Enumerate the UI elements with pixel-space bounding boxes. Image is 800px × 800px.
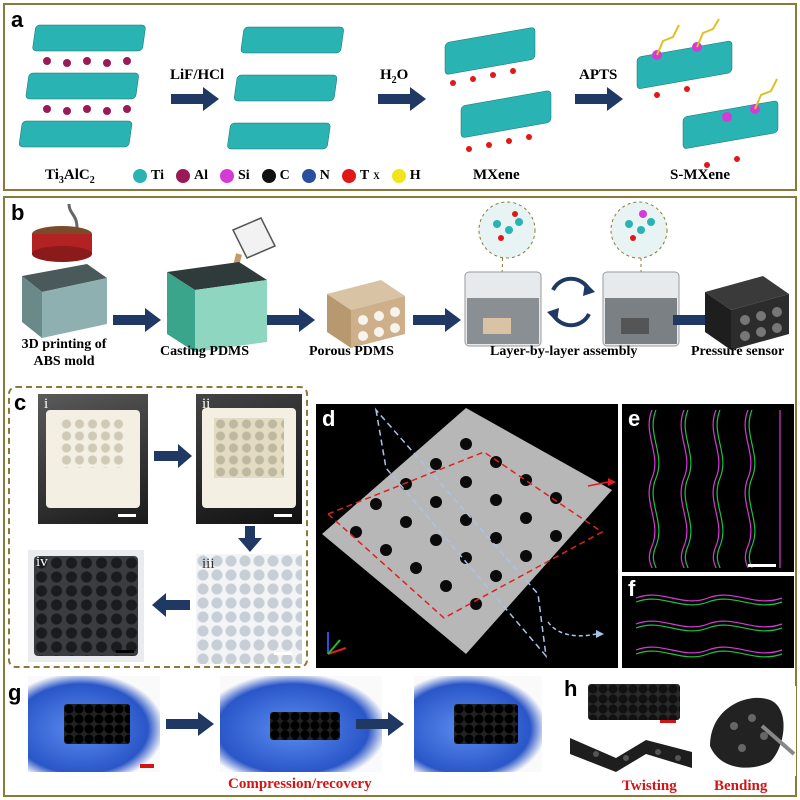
3d-printer-mold-illustration	[22, 203, 107, 338]
legend-al: Al	[175, 168, 208, 184]
panel-e-label: e	[628, 406, 641, 431]
arrow-icon	[413, 308, 461, 332]
n-atom-icon	[301, 169, 316, 183]
panel-b-label: b	[11, 200, 25, 225]
arrow-left-icon	[152, 593, 190, 617]
panel-a-label: a	[11, 7, 24, 32]
wave-profiles-vertical	[648, 409, 781, 569]
photo-glove-1	[28, 676, 160, 772]
legend-si: Si	[219, 168, 250, 184]
step-water-label: H2O	[380, 67, 409, 86]
ti-atom-icon	[133, 169, 147, 183]
step-apts-label: APTS	[579, 67, 618, 83]
photo-glove-3	[414, 676, 542, 772]
step-pressure-sensor-label: Pressure sensor	[691, 344, 785, 359]
panel-g-label: g	[8, 680, 22, 705]
panel-e-cross-section: e	[622, 404, 794, 572]
panel-d-ct-image: d	[316, 404, 618, 668]
legend-n: N	[301, 168, 330, 184]
c-atom-icon	[261, 169, 276, 183]
photo-twist-bottom	[566, 728, 696, 778]
s-mxene-label: S-MXene	[670, 167, 730, 183]
photo-porous-iii: iii	[196, 554, 302, 664]
photo-twist-top	[586, 680, 682, 724]
arrow-icon	[154, 444, 192, 468]
sensor-block-compressed	[270, 712, 340, 740]
arrow-icon	[378, 87, 426, 111]
panel-c: c i ii iii iv	[8, 386, 308, 668]
s-mxene-structure	[636, 18, 779, 168]
scale-bar	[748, 564, 776, 567]
panel-a: a Ti3AlC2 LiF/HCl H2O	[3, 3, 797, 191]
step-porous-label: Porous PDMS	[309, 344, 394, 359]
panel-f-cross-section: f	[622, 576, 794, 668]
scale-bar	[140, 764, 154, 768]
ti3alc2-label: Ti3AlC2	[45, 167, 95, 186]
subpanel-i-label: i	[44, 396, 49, 412]
porous-pdms-illustration	[327, 280, 405, 348]
panel-f-label: f	[628, 576, 636, 601]
al-atom-icon	[175, 169, 190, 183]
scale-bar	[118, 514, 136, 517]
sensor-block	[64, 704, 130, 744]
photo-bend	[700, 686, 796, 776]
panel-h-label: h	[564, 676, 578, 701]
legend-h: H	[391, 168, 421, 184]
subpanel-ii-label: ii	[202, 396, 211, 412]
arrow-icon	[267, 308, 315, 332]
tx-atom-icon	[341, 169, 356, 183]
step-layer-by-layer-label: Layer-by-layer assembly	[490, 344, 638, 359]
arrow-icon	[171, 87, 219, 111]
porous-texture	[196, 554, 302, 664]
h-atom-icon	[391, 169, 406, 183]
wave-profiles-horizontal	[635, 594, 783, 658]
delaminated-structure	[227, 26, 344, 150]
step-casting-label: Casting PDMS	[160, 344, 250, 359]
bending-caption: Bending	[714, 778, 768, 794]
twisted-sensor-shape	[570, 738, 692, 772]
panel-d-label: d	[322, 406, 336, 431]
arrow-icon	[356, 712, 404, 736]
arrow-down-icon	[238, 526, 262, 552]
ct-scan-rendering	[322, 407, 616, 659]
step-lif-hcl-label: LiF/HCl	[170, 67, 225, 83]
legend-c: C	[261, 168, 290, 184]
ti3alc2-structure	[19, 24, 146, 148]
scale-bar	[274, 652, 292, 655]
si-atom-icon	[219, 169, 234, 183]
sensor-block	[588, 684, 680, 720]
arrow-icon	[113, 308, 161, 332]
bent-sensor-shape	[710, 697, 796, 768]
scale-bar	[660, 720, 676, 723]
sensor-block	[454, 704, 518, 744]
compression-recovery-caption: Compression/recovery	[228, 776, 372, 792]
subpanel-iv-label: iv	[36, 554, 48, 570]
mxene-label: MXene	[473, 167, 520, 183]
mold-holes	[214, 418, 284, 478]
mxene-structure	[444, 27, 552, 152]
mold-holes	[60, 418, 126, 468]
photo-glove-2	[220, 676, 382, 772]
pressure-sensor-illustration	[705, 276, 789, 350]
layer-by-layer-illustration	[464, 201, 680, 347]
arrow-icon	[575, 87, 623, 111]
legend-ti: Ti	[133, 168, 164, 184]
scale-bar	[274, 514, 292, 517]
casting-pdms-illustration	[167, 217, 277, 352]
photo-mold-ii: ii	[196, 394, 302, 524]
panel-c-label: c	[14, 390, 27, 415]
arrow-icon	[166, 712, 214, 736]
twisting-caption: Twisting	[622, 778, 677, 794]
scale-bar	[116, 650, 134, 653]
sensor-block	[34, 556, 138, 656]
photo-mold-i: i	[38, 394, 148, 524]
photo-sensor-iv: iv	[28, 550, 144, 662]
subpanel-iii-label: iii	[202, 556, 215, 572]
